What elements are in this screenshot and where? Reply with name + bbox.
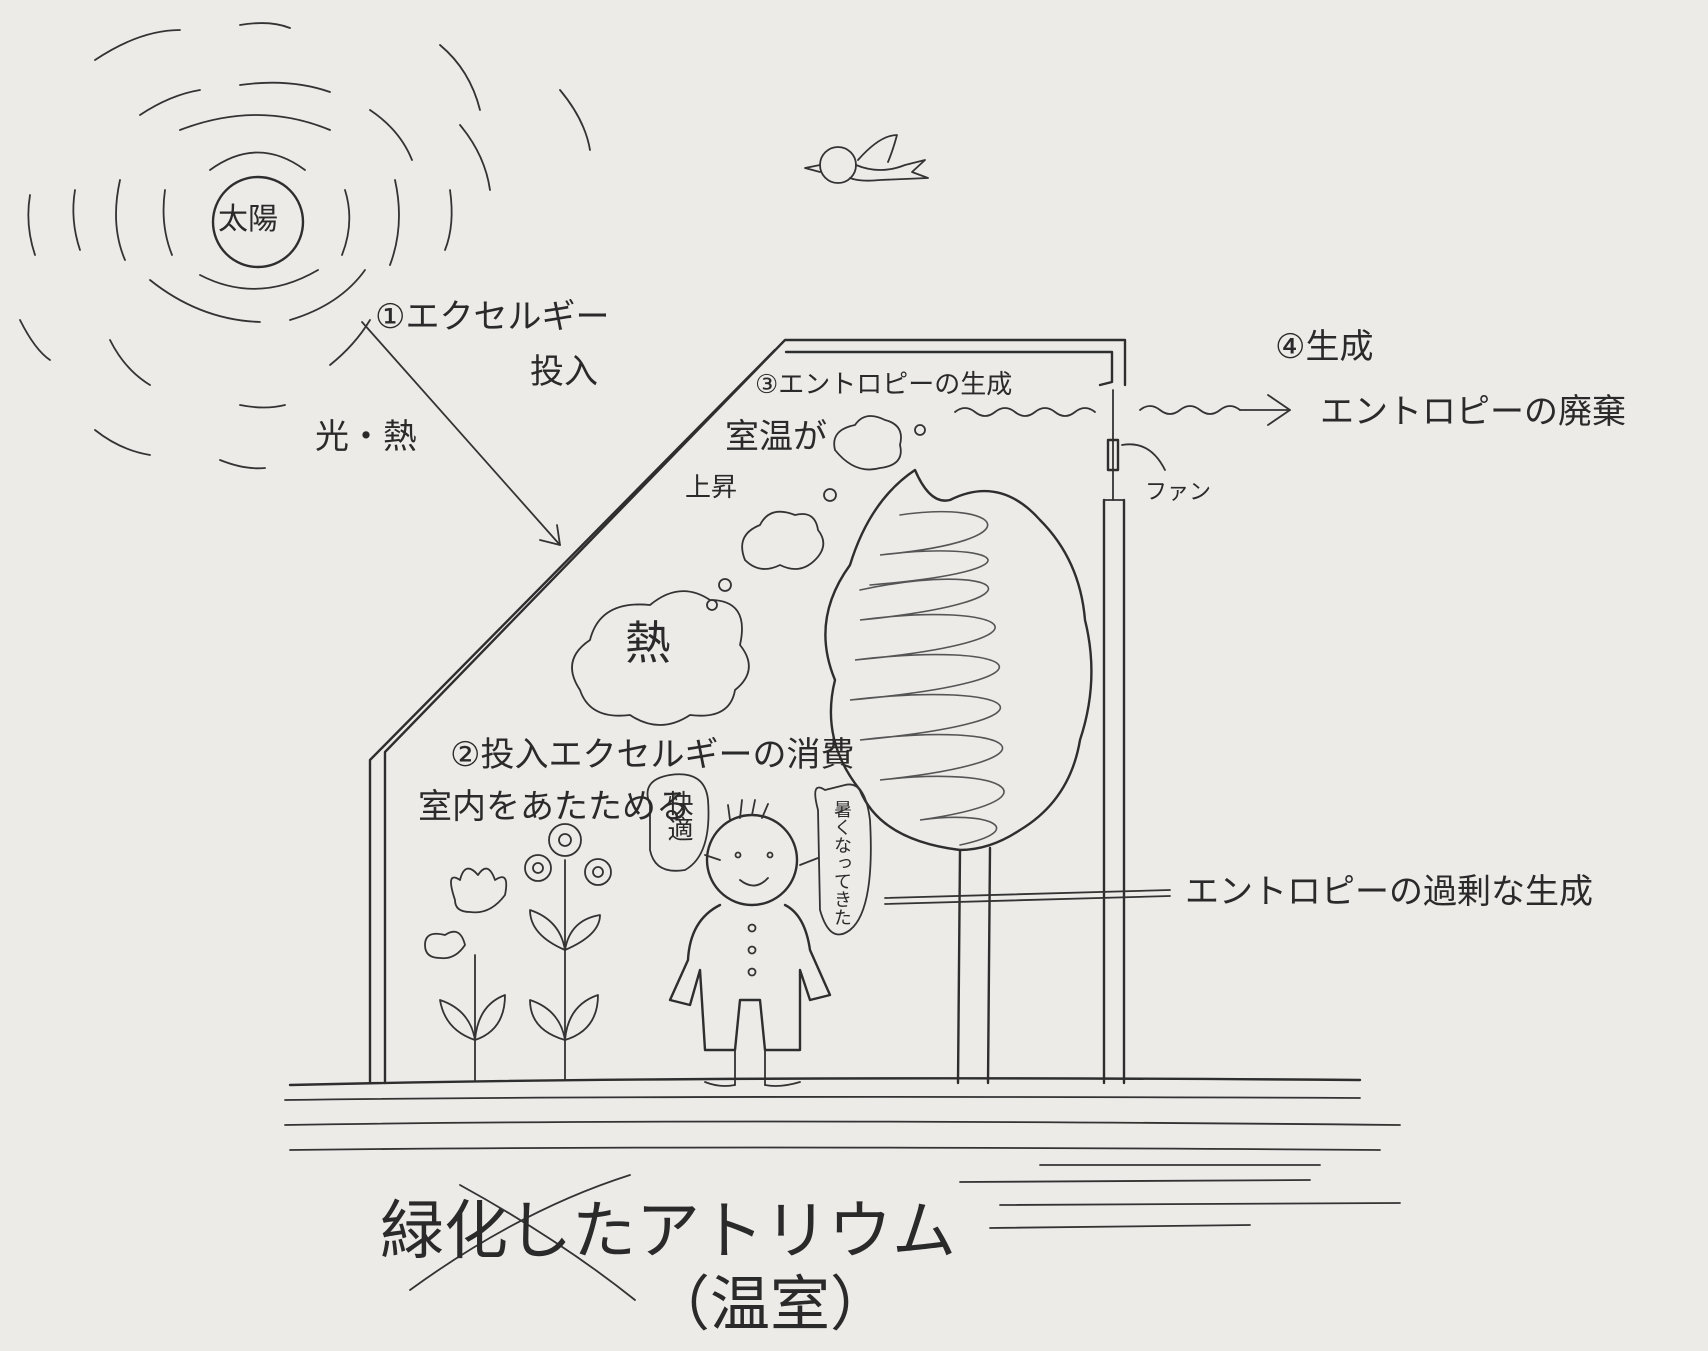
diagram-title: 緑化したアトリウム [380, 1195, 956, 1269]
step1-sub-label: 投入 [530, 352, 598, 392]
light-heat-label: 光・熱 [315, 417, 417, 457]
tree-drawing [824, 468, 1093, 1085]
step4-label: ④生成 [1275, 327, 1374, 367]
flowers-drawing [424, 823, 612, 1081]
room-temp-label: 室温が [725, 417, 827, 457]
person-drawing [668, 799, 832, 1087]
sun-drawing [19, 22, 591, 470]
too-hot-bubble-text: 暑くなってきた [831, 800, 852, 926]
heat-label: 熱 [625, 616, 671, 670]
rise-label: 上昇 [685, 473, 738, 503]
ground-lines [284, 1077, 1401, 1229]
heat-cloud [571, 415, 926, 726]
entropy-waste-label: エントロピーの廃棄 [1320, 392, 1626, 432]
excess-entropy-label: エントロピーの過剰な生成 [1185, 872, 1593, 912]
entropy-waves [954, 394, 1291, 426]
step3-label: ③エントロピーの生成 [755, 370, 1013, 400]
fan-label: ファン [1145, 480, 1212, 505]
sun-label: 太陽 [218, 202, 278, 237]
excess-entropy-leader [884, 889, 1171, 905]
comfortable-bubble-text: 快適 [663, 790, 693, 842]
step2-label: ②投入エクセルギーの消費 [450, 735, 855, 775]
title-crossout [409, 1174, 636, 1301]
speech-bubbles [646, 773, 872, 936]
energy-input-arrow [361, 321, 561, 546]
bird-drawing [804, 134, 929, 184]
greenhouse-structure [368, 338, 1166, 1085]
diagram-subtitle: （温室） [650, 1270, 890, 1340]
warm-room-label: 室内をあたためる [418, 787, 690, 827]
step1-label: ①エクセルギー [375, 297, 610, 337]
